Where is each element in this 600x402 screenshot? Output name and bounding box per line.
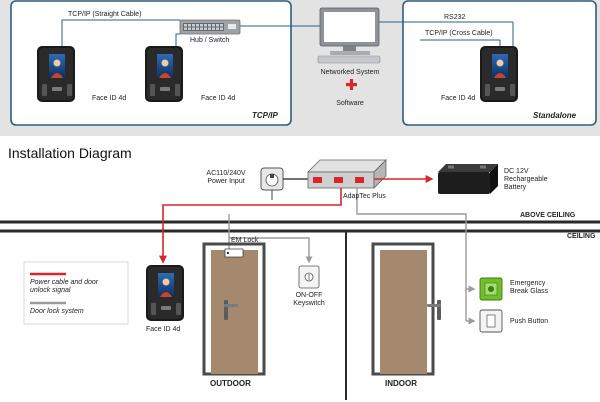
ceiling-label: CEILING [567, 233, 596, 240]
battery-label-line1: DC 12V [504, 168, 529, 175]
power-input-label-line1: AC110/240V [206, 170, 246, 177]
push-button-label: Push Button [510, 318, 549, 325]
keyswitch-label-line1: ON-OFF [295, 292, 323, 299]
push-button-icon [479, 309, 503, 333]
tcpip-cross-cable-label: TCP/IP (Cross Cable) [425, 30, 493, 37]
legend-lock-label: Door lock system [30, 308, 84, 315]
device-4-label: Face ID 4d [146, 326, 181, 333]
legend-power-label-line1: Power cable and door [30, 279, 99, 286]
face-id-device-3-icon [480, 46, 518, 102]
device-3-label: Face ID 4d [441, 95, 476, 102]
legend-power-label-line2: unlock signal [30, 287, 71, 294]
em-lock-icon [224, 248, 244, 258]
face-id-device-4-icon [146, 265, 184, 321]
battery-label-line2: Rechargeable [504, 176, 548, 183]
hub-switch-label: Hub / Switch [190, 37, 230, 44]
face-id-device-1-icon [37, 46, 75, 102]
rs232-label: RS232 [444, 14, 466, 21]
device-1-label: Face ID 4d [92, 95, 127, 102]
emergency-label-line2: Break Glass [510, 288, 549, 295]
tcpip-straight-cable-label: TCP/IP (Straight Cable) [68, 11, 142, 18]
computer-icon [317, 7, 381, 64]
outdoor-door [202, 242, 266, 376]
hub-switch-icon [179, 19, 241, 35]
battery-label-line3: Battery [504, 184, 527, 191]
standalone-panel-title: Standalone [533, 111, 577, 120]
face-id-device-2-icon [145, 46, 183, 102]
indoor-door [371, 242, 441, 376]
network-cables [61, 19, 514, 50]
legend-box [23, 261, 129, 325]
power-input-label-line2: Power Input [207, 178, 245, 185]
indoor-label: INDOOR [385, 379, 417, 388]
plus-icon [346, 79, 357, 90]
emergency-label-line1: Emergency [510, 280, 546, 287]
installation-title: Installation Diagram [8, 145, 132, 161]
em-lock-label: EM Lock [231, 237, 259, 244]
adaptec-plus-icon [307, 159, 387, 189]
outdoor-label: OUTDOOR [210, 379, 251, 388]
emergency-break-glass-icon [479, 277, 503, 301]
keyswitch-icon [298, 265, 320, 289]
above-ceiling-label: ABOVE CEILING [520, 212, 576, 219]
software-label: Software [336, 100, 364, 107]
power-cable-lines [159, 175, 434, 264]
adaptec-plus-label: AdapTec Plus [343, 193, 386, 200]
lock-system-lines [228, 188, 476, 325]
device-2-label: Face ID 4d [201, 95, 236, 102]
keyswitch-label-line2: Keyswitch [293, 300, 325, 307]
tcpip-panel-title: TCP/IP [252, 111, 278, 120]
networked-system-label: Networked System [320, 69, 380, 76]
power-socket-icon [260, 167, 308, 200]
battery-icon [438, 164, 498, 194]
